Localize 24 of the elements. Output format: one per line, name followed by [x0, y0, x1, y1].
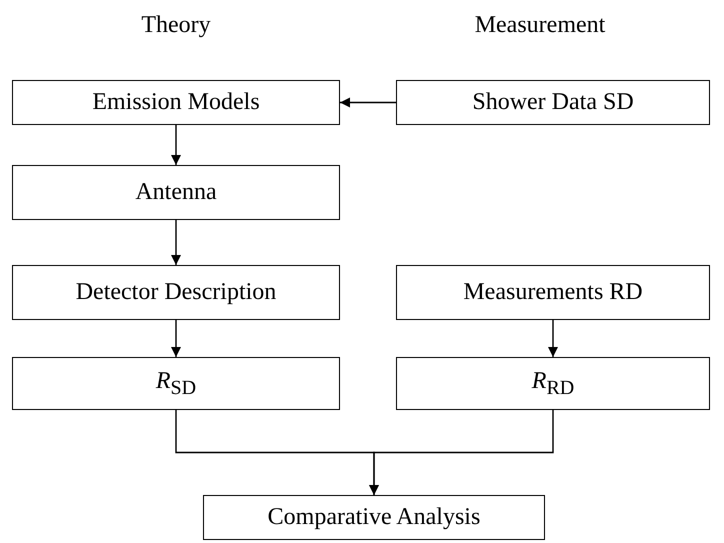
- arrow: [369, 410, 554, 495]
- process-box: [396, 265, 710, 320]
- process-box: [203, 495, 545, 540]
- box-label: Antenna: [135, 179, 217, 206]
- arrow: [171, 220, 181, 265]
- box-label: R$_{RD}$: [532, 368, 574, 400]
- arrow: [171, 125, 181, 165]
- box-label: Emission Models: [92, 89, 260, 116]
- process-box: [12, 165, 340, 220]
- arrow: [548, 320, 558, 357]
- box-label: Comparative Analysis: [268, 504, 480, 531]
- process-box: [396, 357, 710, 410]
- arrow: [171, 320, 181, 357]
- box-label: Measurements RD: [463, 279, 643, 306]
- process-box: [396, 80, 710, 125]
- process-box: [12, 265, 340, 320]
- column-heading: Theory: [141, 12, 211, 39]
- arrow: [340, 98, 396, 108]
- box-label: R$_{SD}$: [156, 368, 196, 400]
- box-label: Detector Description: [76, 279, 276, 306]
- process-box: [12, 357, 340, 410]
- column-heading: Measurement: [474, 12, 606, 39]
- process-box: [12, 80, 340, 125]
- box-label: Shower Data SD: [472, 89, 634, 116]
